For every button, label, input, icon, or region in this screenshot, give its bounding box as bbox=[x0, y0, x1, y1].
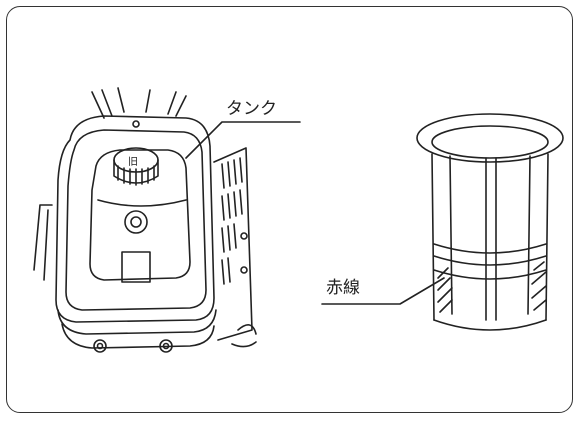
tank-label: タンク bbox=[226, 99, 277, 119]
red-line-leader-line bbox=[321, 277, 445, 305]
red-line-label: 赤線 bbox=[326, 278, 360, 298]
figure-frame bbox=[6, 6, 573, 413]
strainer-illustration bbox=[416, 113, 564, 331]
engine-tank-illustration: 旧 bbox=[33, 87, 257, 353]
svg-text:旧: 旧 bbox=[128, 156, 138, 168]
tank-leader-line bbox=[185, 121, 301, 159]
